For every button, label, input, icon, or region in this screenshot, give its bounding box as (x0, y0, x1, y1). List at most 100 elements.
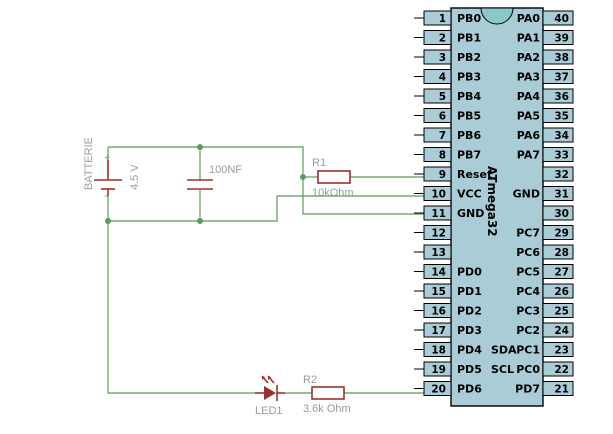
pin-number: 39 (554, 33, 569, 45)
wire-vcc-top (108, 146, 304, 177)
pin-name: PA7 (517, 149, 540, 162)
pin-number-box (423, 244, 452, 260)
pin-number-box (542, 186, 574, 201)
pin-number: 30 (554, 208, 569, 220)
pin-number-box (423, 322, 452, 338)
pin-number-box (542, 342, 574, 357)
pin-name: GND (457, 207, 484, 220)
led: LED1 (255, 375, 285, 417)
pin-number-box (423, 30, 452, 45)
pin-name: PC0 (516, 363, 540, 376)
pin-number-box (542, 147, 574, 162)
pin-number-box (542, 69, 574, 84)
pin-name: PB4 (457, 90, 481, 103)
pin-number-box (423, 342, 452, 357)
pin-number-box (542, 225, 574, 240)
pin-number: 25 (554, 306, 569, 318)
pin-number: 24 (554, 325, 569, 337)
led-arrowhead-2 (268, 376, 271, 380)
pin-number-box (423, 127, 452, 143)
pin-name: PA1 (517, 32, 540, 45)
pin-number: 1 (439, 13, 446, 25)
led-arrowhead-1 (262, 376, 265, 380)
extra-pin-label: SCL (491, 363, 514, 376)
resistor-r1-name: R1 (312, 157, 326, 169)
battery-value-label: 4.5 V (129, 164, 141, 190)
pin-name: PA2 (517, 51, 540, 64)
chip-notch (480, 7, 514, 25)
pin-number-box (423, 10, 452, 26)
pin-name: PA6 (517, 129, 541, 142)
pin-number-box (542, 244, 574, 260)
pin-number-box (542, 127, 574, 143)
pin-name: PC4 (516, 285, 540, 298)
battery-minus-label: - (104, 190, 108, 202)
pin-name: PB5 (457, 110, 481, 123)
pin-left: 11 GND (414, 205, 484, 221)
pin-name: PB6 (457, 129, 481, 142)
pin-name: PB7 (457, 149, 481, 162)
pin-number-box (423, 264, 452, 279)
pin-name: PD7 (515, 383, 540, 396)
junctions (105, 144, 306, 224)
pin-name: PD1 (457, 285, 482, 298)
pin-name: PC5 (516, 266, 540, 279)
pin-name: PB3 (457, 71, 481, 84)
wire-node-gnd11 (302, 177, 424, 215)
led-triangle (264, 386, 276, 400)
pin-name: PD2 (457, 305, 482, 318)
pin-number: 20 (431, 384, 446, 396)
pin-number-box (423, 303, 452, 318)
pin-right: 39 PA1 (517, 30, 574, 45)
pin-number: 38 (554, 52, 569, 64)
pin-name: PC6 (516, 246, 540, 259)
pin-number: 23 (554, 345, 569, 357)
pin-number-box (542, 381, 574, 396)
chip-title: ATmega32 (485, 166, 499, 237)
pin-number-box (542, 205, 574, 221)
pin-name: PC1 (516, 344, 540, 357)
pin-number: 9 (439, 169, 446, 181)
pin-number: 18 (431, 345, 446, 357)
pin-name: PC3 (516, 305, 540, 318)
pin-right: 32 (542, 166, 574, 182)
pin-number-box (542, 322, 574, 338)
pin-number: 11 (431, 208, 446, 220)
pin-number-box (542, 361, 574, 377)
pin-name: PD4 (457, 344, 482, 357)
pin-number: 15 (431, 286, 446, 298)
pin-right: 23 PC1 (516, 342, 574, 357)
pin-right: 38 PA2 (517, 49, 574, 65)
pin-number: 22 (554, 364, 569, 376)
pin-number: 40 (554, 13, 569, 25)
pin-number: 34 (554, 130, 569, 142)
pin-left: 12 (414, 225, 452, 240)
pin-number-box (423, 147, 452, 162)
pin-number: 12 (431, 228, 446, 240)
extra-pin-label: SDA (491, 344, 517, 357)
pin-number: 2 (439, 33, 446, 45)
pin-name: PA5 (517, 110, 540, 123)
pin-number-box (423, 225, 452, 240)
pin-number: 33 (554, 150, 569, 162)
capacitor-value-label: 100NF (209, 164, 242, 176)
pin-number-box (542, 30, 574, 45)
pin-name: PD0 (457, 266, 482, 279)
pin-number-box (423, 166, 452, 182)
pin-number: 8 (439, 150, 446, 162)
